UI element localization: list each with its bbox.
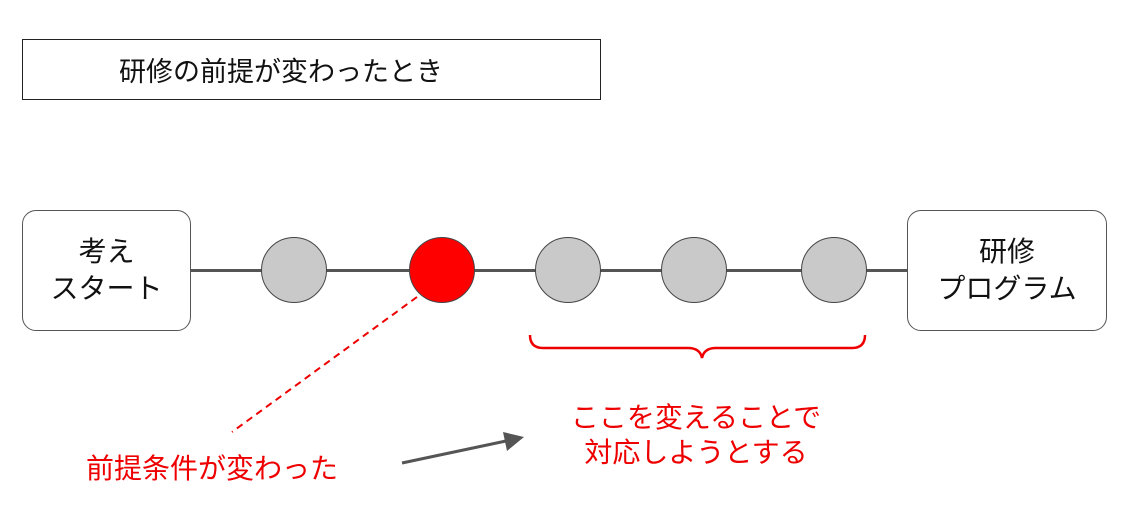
annotation-premise-changed: 前提条件が変わった	[86, 452, 339, 485]
end-node: 研修 プログラム	[907, 210, 1107, 331]
step-circle-5	[801, 237, 867, 303]
start-node: 考え スタート	[22, 210, 191, 331]
step-circle-changed	[409, 237, 475, 303]
annotation-response-line1: ここを変えることで	[570, 401, 822, 434]
arrow-shaft	[401, 439, 507, 465]
start-node-line2: スタート	[50, 271, 163, 305]
start-node-line1: 考え	[78, 235, 135, 269]
step-circle-3	[535, 237, 601, 303]
end-node-line1: 研修	[978, 235, 1035, 269]
dashed-pointer-line	[231, 296, 418, 433]
step-circle-4	[661, 237, 727, 303]
scope-brace	[528, 334, 867, 359]
end-node-line2: プログラム	[937, 271, 1077, 305]
annotation-response: ここを変えることで 対応しようとする	[541, 400, 851, 470]
step-circle-1	[261, 237, 327, 303]
arrow-head-icon	[503, 432, 524, 451]
annotation-response-line2: 対応しようとする	[584, 436, 808, 469]
diagram-title: 研修の前提が変わったとき	[22, 39, 601, 100]
